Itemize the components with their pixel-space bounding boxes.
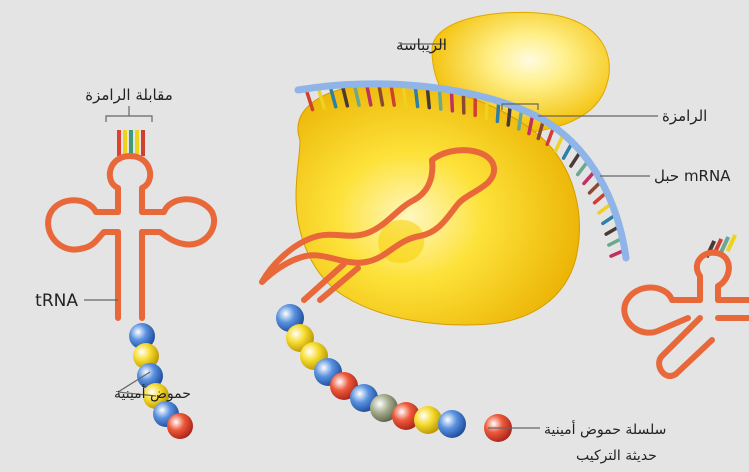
anticodon-loop — [110, 156, 150, 212]
amino-acid-bead — [167, 413, 193, 439]
right-arm — [142, 199, 214, 244]
acceptor-stem — [118, 232, 142, 318]
label-trna: tRNA — [35, 291, 78, 311]
trna-left — [48, 130, 214, 318]
leader-anticodon — [106, 116, 152, 122]
label-anticodon: مقابلة الرامزة — [85, 86, 173, 104]
amino-acid-chain-left — [129, 323, 193, 439]
label-ribosome: الريباسة — [396, 36, 447, 54]
label-amino-acids: حموض أمينية — [114, 384, 191, 402]
label-new-chain-line2: حديثة التركيب — [576, 448, 657, 464]
label-mrna-strand: حبل mRNA — [654, 167, 731, 185]
left-arm — [48, 200, 118, 249]
anticodon-bases — [117, 130, 145, 156]
trna-right — [624, 234, 749, 376]
amino-acid-bead — [414, 406, 442, 434]
label-codon: الرامزة — [662, 107, 707, 125]
amino-acid-bead — [438, 410, 466, 438]
label-new-chain-line1: سلسلة حموض أمينية — [544, 420, 666, 438]
